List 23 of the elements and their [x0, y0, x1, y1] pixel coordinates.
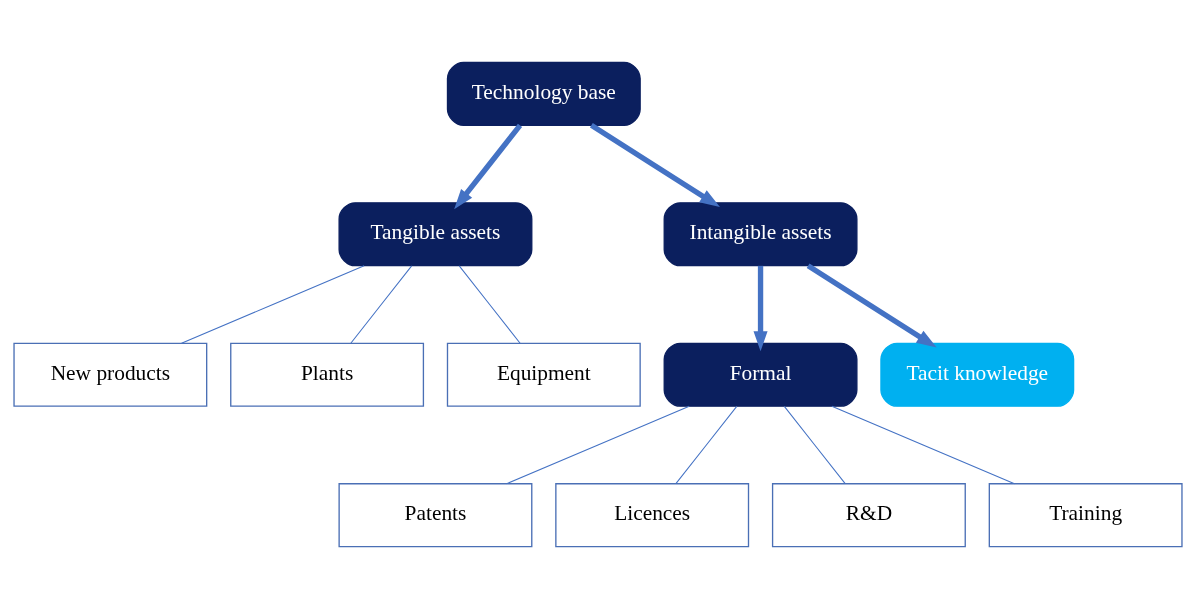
arrow [589, 123, 720, 208]
connector [506, 405, 690, 485]
node-box: Patents [338, 483, 533, 548]
node-box: Intangible assets [663, 202, 858, 267]
connector [350, 265, 413, 344]
node-box: Equipment [446, 342, 641, 407]
node-box: New products [13, 342, 208, 407]
arrow [753, 265, 768, 352]
node-box: Training [988, 483, 1183, 548]
node-box: Tangible assets [338, 202, 533, 267]
node-box: Plants [230, 342, 425, 407]
connector [181, 265, 365, 344]
node-box: Technology base [446, 61, 641, 126]
connector [831, 405, 1015, 485]
node-box: Formal [663, 342, 858, 407]
arrow [806, 263, 937, 348]
connector [458, 265, 521, 344]
connector [675, 405, 738, 485]
node-box: Tacit knowledge [880, 342, 1075, 407]
arrow [454, 123, 523, 210]
connector [783, 405, 846, 485]
node-box: Licences [555, 483, 750, 548]
node-box: R&D [771, 483, 966, 548]
